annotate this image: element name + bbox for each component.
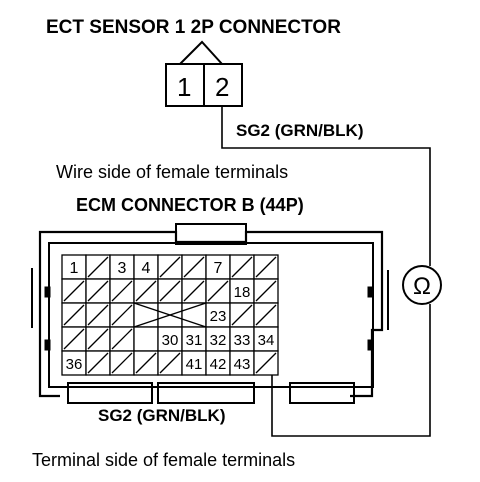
ecm-terminal-cell bbox=[109, 302, 135, 328]
ohm-symbol: Ω bbox=[413, 273, 431, 300]
ecm-terminal-cell bbox=[61, 302, 87, 328]
ecm-terminal-cell bbox=[109, 278, 135, 304]
ecm-terminal-label: 41 bbox=[186, 356, 203, 373]
ecm-terminal-cell bbox=[109, 326, 135, 352]
ecm-terminal-cell: 7 bbox=[205, 254, 231, 280]
ecm-connector-housing bbox=[31, 223, 389, 404]
ect-sensor-connector: 1 2 bbox=[165, 40, 243, 107]
ecm-terminal-cell bbox=[181, 278, 207, 304]
ecm-terminal-cell bbox=[85, 326, 111, 352]
ecm-terminal-cell bbox=[133, 278, 159, 304]
ecm-terminal-label: 30 bbox=[162, 332, 179, 349]
test-leads bbox=[221, 106, 431, 437]
ecm-terminal-cell: 18 bbox=[229, 278, 255, 304]
ecm-terminal-cell bbox=[253, 278, 279, 304]
sensor-connector-title: ECT SENSOR 1 2P CONNECTOR bbox=[46, 17, 341, 38]
sensor-pin-2: 2 bbox=[215, 72, 229, 102]
ecm-terminal-cell bbox=[253, 350, 279, 376]
ecm-terminal-cell: 4 bbox=[133, 254, 159, 280]
ecm-terminal-cell bbox=[133, 326, 159, 352]
ecm-terminal-cell bbox=[157, 254, 183, 280]
wire-side-label: Wire side of female terminals bbox=[56, 162, 288, 182]
ecm-terminal-cell bbox=[85, 254, 111, 280]
ecm-terminal-label: 36 bbox=[66, 356, 83, 373]
ecm-terminal-label: 31 bbox=[186, 332, 203, 349]
ecm-terminal-cell: 33 bbox=[229, 326, 255, 352]
sg2-lower-label: SG2 (GRN/BLK) bbox=[98, 406, 226, 425]
ohmmeter-icon: Ω bbox=[402, 265, 442, 305]
ecm-terminal-cell: 32 bbox=[205, 326, 231, 352]
terminal-side-label: Terminal side of female terminals bbox=[32, 450, 295, 470]
ecm-terminal-cell bbox=[157, 350, 183, 376]
ecm-terminal-cell bbox=[229, 302, 255, 328]
ecm-terminal-label: 23 bbox=[210, 308, 227, 325]
ecm-terminal-label: 3 bbox=[118, 260, 127, 277]
ecm-terminal-cell: 30 bbox=[157, 326, 183, 352]
ecm-terminal-label: 4 bbox=[142, 260, 151, 277]
ecm-terminal-cell bbox=[85, 302, 111, 328]
ecm-terminal-label: 34 bbox=[258, 332, 275, 349]
ecm-terminal-cell: 41 bbox=[181, 350, 207, 376]
ecm-terminal-cell bbox=[61, 326, 87, 352]
sensor-pin-1: 1 bbox=[177, 72, 191, 102]
ecm-terminal-cell bbox=[253, 302, 279, 328]
ecm-terminal-cell: 31 bbox=[181, 326, 207, 352]
ecm-terminal-label: 18 bbox=[234, 284, 251, 301]
ecm-terminal-cell bbox=[85, 278, 111, 304]
ecm-terminal-cell bbox=[181, 254, 207, 280]
ecm-terminal-cell bbox=[253, 254, 279, 280]
ecm-terminal-cell bbox=[85, 350, 111, 376]
ecm-terminal-cell: 3 bbox=[109, 254, 135, 280]
cavity-cross-line bbox=[133, 302, 207, 328]
ecm-terminal-label: 7 bbox=[214, 260, 223, 277]
ecm-terminal-cell bbox=[61, 278, 87, 304]
ecm-terminal-cell bbox=[157, 278, 183, 304]
ecm-connector-title: ECM CONNECTOR B (44P) bbox=[76, 195, 304, 215]
ecm-terminal-label: 43 bbox=[234, 356, 251, 373]
ecm-terminal-cell bbox=[229, 254, 255, 280]
ecm-terminal-cell: 1 bbox=[61, 254, 87, 280]
ecm-terminal-cell: 42 bbox=[205, 350, 231, 376]
ecm-terminal-label: 42 bbox=[210, 356, 227, 373]
ecm-terminal-cell: 34 bbox=[253, 326, 279, 352]
ecm-terminal-cell bbox=[109, 350, 135, 376]
ecm-terminal-cell bbox=[205, 278, 231, 304]
sg2-upper-label: SG2 (GRN/BLK) bbox=[236, 121, 364, 140]
ecm-terminal-cell: 36 bbox=[61, 350, 87, 376]
ecm-terminal-label: 1 bbox=[70, 260, 79, 277]
ecm-terminal-label: 32 bbox=[210, 332, 227, 349]
ecm-terminal-cell: 23 bbox=[205, 302, 231, 328]
ecm-terminal-cell: 43 bbox=[229, 350, 255, 376]
ecm-terminal-label: 33 bbox=[234, 332, 251, 349]
ecm-terminal-cell bbox=[133, 350, 159, 376]
